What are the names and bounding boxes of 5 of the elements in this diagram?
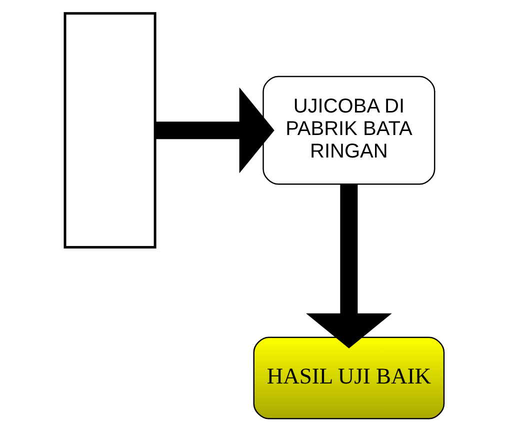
node-box — [64, 12, 156, 249]
arrow — [306, 184, 392, 348]
node-box: HASIL UJI BAIK — [253, 336, 445, 420]
node-box: UJICOBA DI PABRIK BATA RINGAN — [262, 76, 436, 185]
arrow — [155, 87, 274, 174]
